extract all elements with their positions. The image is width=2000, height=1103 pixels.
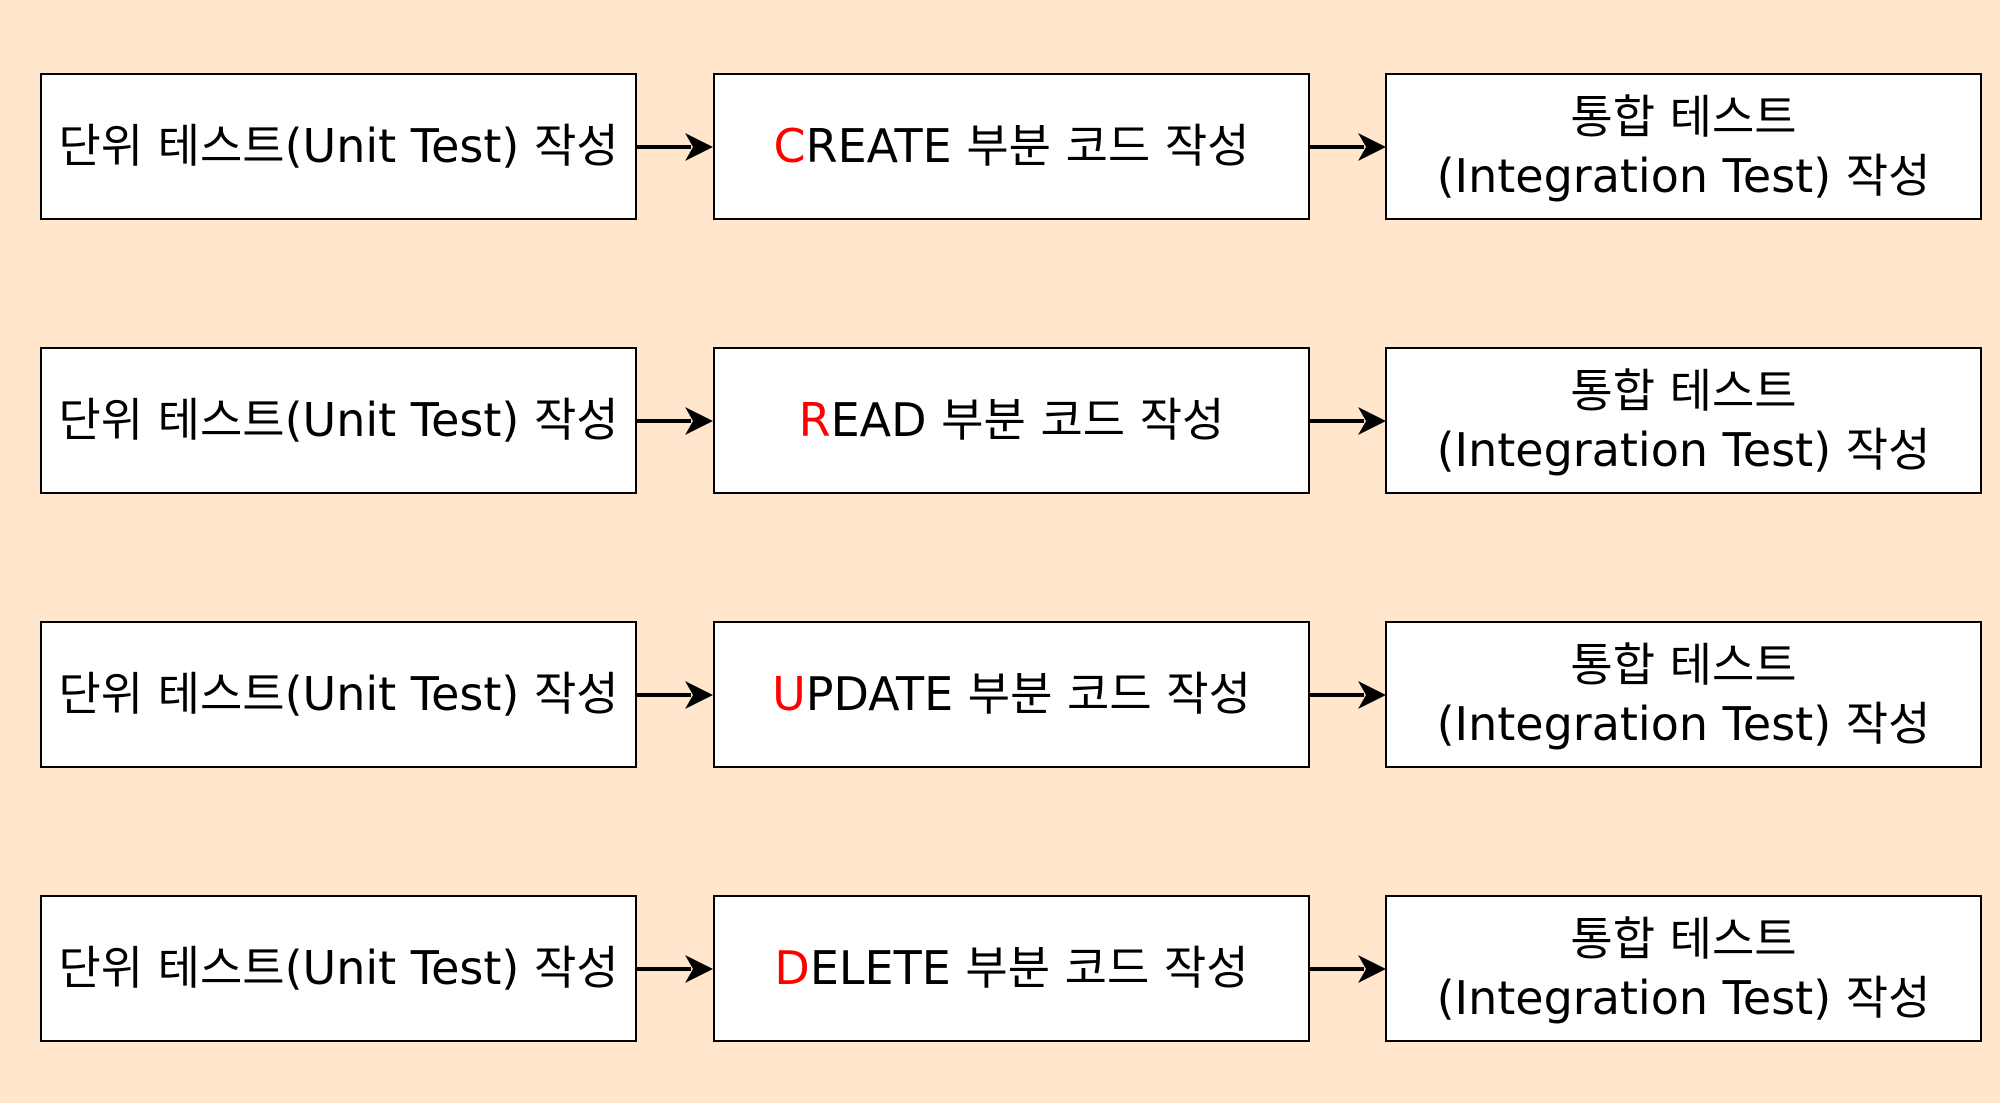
code-label-rest: REATE 부분 코드 작성 (805, 119, 1250, 174)
code-box: READ 부분 코드 작성 (713, 347, 1310, 494)
unit-test-label: 단위 테스트(Unit Test) 작성 (58, 667, 619, 722)
unit-test-box: 단위 테스트(Unit Test) 작성 (40, 73, 637, 220)
arrow-right-icon (1310, 678, 1386, 712)
integration-test-label: 통합 테스트(Integration Test) 작성 (1437, 636, 1931, 754)
crud-letter: C (773, 119, 806, 174)
arrow-right-icon (637, 678, 713, 712)
code-label: READ 부분 코드 작성 (799, 391, 1225, 450)
code-label-rest: PDATE 부분 코드 작성 (805, 667, 1251, 722)
unit-test-box: 단위 테스트(Unit Test) 작성 (40, 347, 637, 494)
integration-line2: (Integration Test) 작성 (1436, 148, 1931, 203)
code-label: UPDATE 부분 코드 작성 (772, 665, 1251, 724)
crud-letter: D (774, 941, 810, 996)
unit-test-box: 단위 테스트(Unit Test) 작성 (40, 895, 637, 1042)
integration-line2: (Integration Test) 작성 (1436, 422, 1931, 477)
arrow-right-icon (637, 130, 713, 164)
arrow-right-icon (1310, 404, 1386, 438)
integration-test-box: 통합 테스트(Integration Test) 작성 (1385, 621, 1982, 768)
integration-line1: 통합 테스트 (1570, 637, 1797, 692)
integration-test-box: 통합 테스트(Integration Test) 작성 (1385, 73, 1982, 220)
integration-test-label: 통합 테스트(Integration Test) 작성 (1437, 362, 1931, 480)
integration-line1: 통합 테스트 (1570, 911, 1797, 966)
arrow-right-icon (637, 952, 713, 986)
code-label: DELETE 부분 코드 작성 (774, 939, 1248, 998)
arrow-right-icon (637, 404, 713, 438)
integration-test-label: 통합 테스트(Integration Test) 작성 (1437, 910, 1931, 1028)
flow-row-delete: 단위 테스트(Unit Test) 작성 DELETE 부분 코드 작성 통합 … (0, 895, 2000, 1045)
crud-letter: R (798, 393, 831, 448)
unit-test-label: 단위 테스트(Unit Test) 작성 (58, 393, 619, 448)
crud-letter: U (772, 667, 806, 722)
flow-row-read: 단위 테스트(Unit Test) 작성 READ 부분 코드 작성 통합 테스… (0, 347, 2000, 497)
code-box: UPDATE 부분 코드 작성 (713, 621, 1310, 768)
integration-line1: 통합 테스트 (1570, 89, 1797, 144)
integration-test-label: 통합 테스트(Integration Test) 작성 (1437, 88, 1931, 206)
unit-test-label: 단위 테스트(Unit Test) 작성 (58, 119, 619, 174)
arrow-right-icon (1310, 952, 1386, 986)
flow-row-update: 단위 테스트(Unit Test) 작성 UPDATE 부분 코드 작성 통합 … (0, 621, 2000, 771)
integration-test-box: 통합 테스트(Integration Test) 작성 (1385, 347, 1982, 494)
unit-test-label: 단위 테스트(Unit Test) 작성 (58, 941, 619, 996)
integration-line2: (Integration Test) 작성 (1436, 970, 1931, 1025)
unit-test-box: 단위 테스트(Unit Test) 작성 (40, 621, 637, 768)
code-box: CREATE 부분 코드 작성 (713, 73, 1310, 220)
code-box: DELETE 부분 코드 작성 (713, 895, 1310, 1042)
integration-line1: 통합 테스트 (1570, 363, 1797, 418)
code-label-rest: ELETE 부분 코드 작성 (809, 941, 1249, 996)
code-label: CREATE 부분 코드 작성 (774, 117, 1250, 176)
flow-row-create: 단위 테스트(Unit Test) 작성 CREATE 부분 코드 작성 통합 … (0, 73, 2000, 223)
integration-line2: (Integration Test) 작성 (1436, 696, 1931, 751)
arrow-right-icon (1310, 130, 1386, 164)
integration-test-box: 통합 테스트(Integration Test) 작성 (1385, 895, 1982, 1042)
code-label-rest: EAD 부분 코드 작성 (830, 393, 1225, 448)
